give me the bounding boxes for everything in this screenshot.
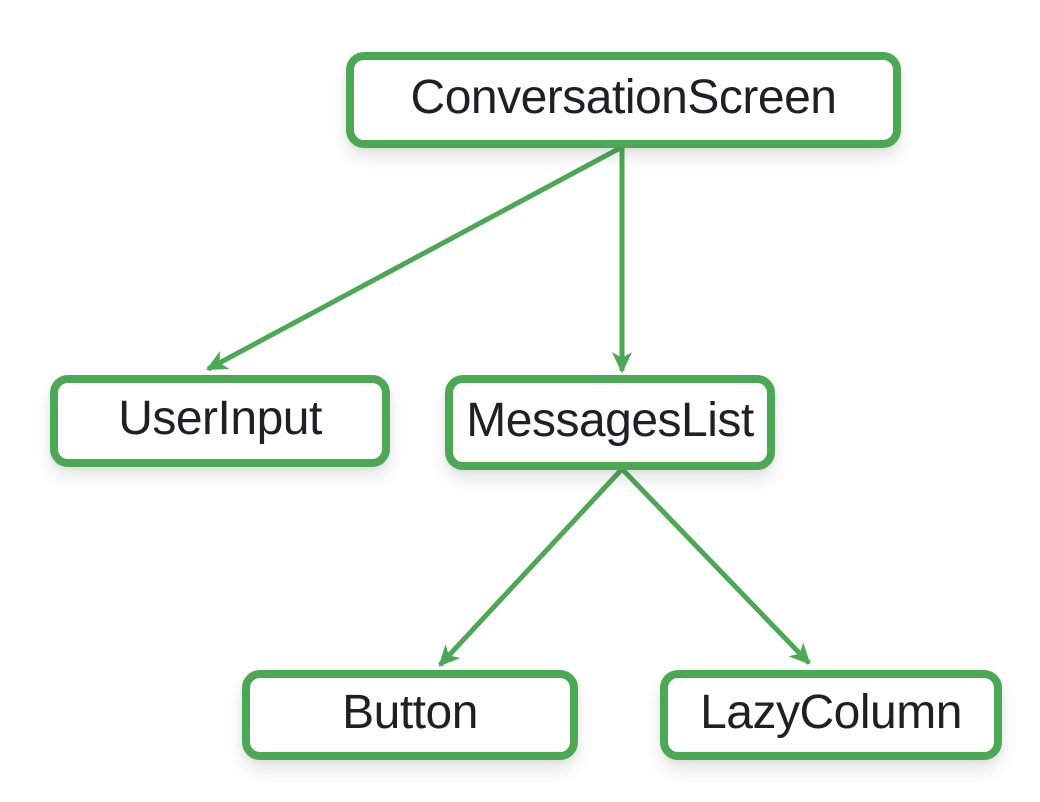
node-label: MessagesList <box>466 393 754 447</box>
tree-node-conversation-screen: ConversationScreen <box>346 52 901 148</box>
node-label: LazyColumn <box>700 686 962 739</box>
tree-node-button: Button <box>242 670 578 760</box>
tree-node-user-input: UserInput <box>50 375 390 467</box>
edge-messages-list-to-button <box>438 467 624 667</box>
node-label: UserInput <box>118 392 322 445</box>
tree-node-lazy-column: LazyColumn <box>660 670 1002 760</box>
edge-conversation-screen-to-user-input <box>206 144 624 372</box>
tree-node-messages-list: MessagesList <box>445 375 775 470</box>
node-label: ConversationScreen <box>410 71 837 124</box>
edge-messages-list-to-lazy-column <box>620 467 811 665</box>
node-label: Button <box>342 686 478 739</box>
